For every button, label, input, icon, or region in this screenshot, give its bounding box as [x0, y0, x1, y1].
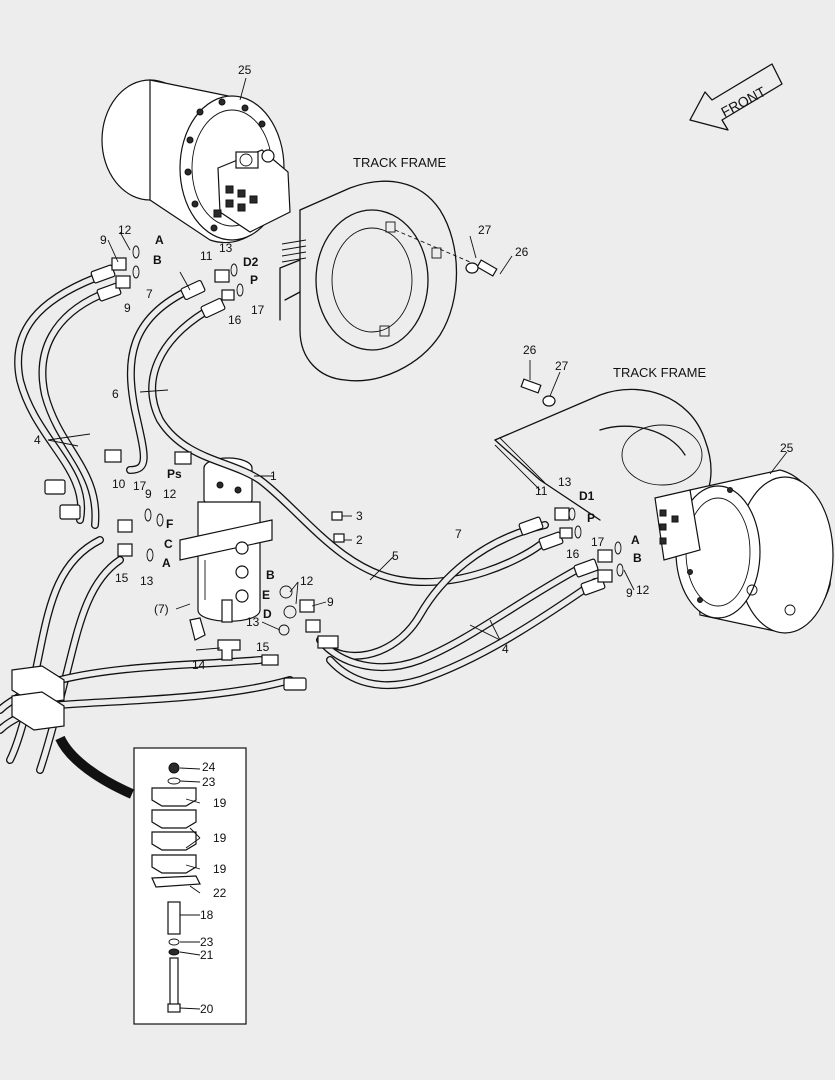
callout-22: 22 — [213, 886, 227, 900]
callout-1: 1 — [270, 469, 277, 483]
callout-2: 2 — [356, 533, 363, 547]
callout-18: 18 — [200, 908, 214, 922]
port-c: C — [164, 537, 173, 551]
port-d1: D1 — [579, 489, 595, 503]
label-track-frame-top: TRACK FRAME — [353, 155, 447, 170]
callout-16-right: 16 — [566, 547, 580, 561]
callout-17-top: 17 — [251, 303, 265, 317]
port-b-top: B — [153, 253, 162, 267]
callout-26-top: 26 — [515, 245, 529, 259]
callout-17-mid: 17 — [133, 479, 147, 493]
port-b-swivel: B — [266, 568, 275, 582]
callout-14: 14 — [192, 658, 206, 672]
callout-23-bottom: 23 — [200, 935, 214, 949]
travel-motor-right — [654, 469, 834, 634]
callout-7-right: 7 — [455, 527, 462, 541]
callout-12-top: 12 — [118, 223, 132, 237]
travel-motor-left — [101, 79, 291, 244]
port-b-right: B — [633, 551, 642, 565]
port-a-right: A — [631, 533, 640, 547]
callout-7-paren: (7) — [154, 602, 169, 616]
front-label: FRONT — [718, 83, 768, 120]
port-a-mid: A — [162, 556, 171, 570]
callout-11-top: 11 — [200, 249, 213, 263]
callout-15-swivel: 15 — [256, 640, 270, 654]
callout-6: 6 — [112, 387, 119, 401]
callout-labels: 25 12 9 A B 13 D2 11 P 17 16 9 7 6 4 27 … — [34, 63, 794, 1016]
callout-27-top: 27 — [478, 223, 492, 237]
callout-15-left: 15 — [115, 571, 129, 585]
detail-callout-arrow — [55, 735, 135, 799]
callout-11-right: 11 — [535, 484, 548, 498]
callout-13-top: 13 — [219, 241, 233, 255]
callout-9-top: 9 — [100, 233, 107, 247]
callout-9-top-b: 9 — [124, 301, 131, 315]
callout-25-top: 25 — [238, 63, 252, 77]
callout-12-swivel: 12 — [300, 574, 314, 588]
callout-7-top: 7 — [146, 287, 153, 301]
callout-5: 5 — [392, 549, 399, 563]
center-swivel-joint — [179, 457, 273, 641]
callout-12-right: 12 — [636, 583, 650, 597]
hoses — [0, 274, 599, 774]
clamp-block — [11, 665, 65, 731]
callout-10: 10 — [112, 477, 126, 491]
callout-9-swivel: 9 — [327, 595, 334, 609]
port-e: E — [262, 588, 270, 602]
port-a-top: A — [155, 233, 164, 247]
port-d2: D2 — [243, 255, 259, 269]
front-arrow: FRONT — [689, 63, 783, 131]
callout-9-mid: 9 — [145, 487, 152, 501]
callout-25-right: 25 — [780, 441, 794, 455]
port-d: D — [263, 607, 272, 621]
label-track-frame-right: TRACK FRAME — [613, 365, 707, 380]
callout-26-right: 26 — [523, 343, 537, 357]
callout-20: 20 — [200, 1002, 214, 1016]
callout-19-b: 19 — [213, 831, 227, 845]
leader-lines — [47, 77, 788, 1010]
callout-13-left: 13 — [140, 574, 154, 588]
port-f: F — [166, 517, 173, 531]
callout-27-right: 27 — [555, 359, 569, 373]
callout-12-mid: 12 — [163, 487, 177, 501]
callout-16-top: 16 — [228, 313, 242, 327]
fittings — [44, 257, 613, 691]
callout-19-a: 19 — [213, 796, 227, 810]
callout-4-left: 4 — [34, 433, 41, 447]
callout-9-right: 9 — [626, 586, 633, 600]
callout-23-top: 23 — [202, 775, 216, 789]
callout-17-right: 17 — [591, 535, 605, 549]
callout-4-right: 4 — [502, 642, 509, 656]
port-p-right: P — [587, 511, 595, 525]
callout-21: 21 — [200, 948, 214, 962]
port-p-top: P — [250, 273, 258, 287]
port-ps: Ps — [167, 467, 182, 481]
callout-3: 3 — [356, 509, 363, 523]
callout-13-swivel: 13 — [246, 615, 260, 629]
track-frame-top — [279, 180, 471, 382]
callout-19-c: 19 — [213, 862, 227, 876]
callout-24: 24 — [202, 760, 216, 774]
callout-13-right: 13 — [558, 475, 572, 489]
o-rings — [132, 245, 624, 636]
